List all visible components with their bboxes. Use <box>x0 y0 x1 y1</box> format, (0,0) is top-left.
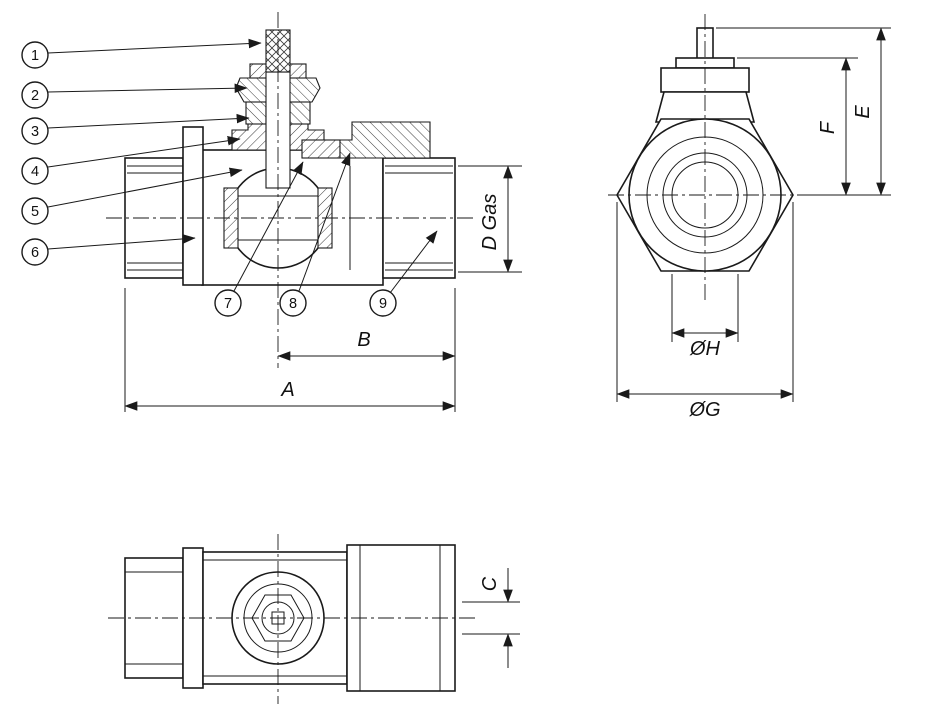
front-dimensions: E F ØH ØG <box>616 27 891 421</box>
callout-2-balloon <box>21 81 49 109</box>
top-view <box>108 534 478 704</box>
dimension-e-label: E <box>852 105 874 119</box>
callout-3-balloon <box>21 117 49 145</box>
dimension-a-label: A <box>280 379 294 401</box>
callout-3-leader <box>47 113 250 129</box>
callout-1-label: 1 <box>31 48 39 64</box>
dimension-d-gas-label: D Gas <box>479 194 501 251</box>
callout-4-leader <box>47 136 241 168</box>
dimension-oh-label: ØH <box>689 338 721 360</box>
callout-9: 9 <box>369 230 438 317</box>
top-dimensions: C <box>462 568 520 668</box>
callout-4: 4 <box>21 136 241 185</box>
callout-7: 7 <box>214 161 304 317</box>
callout-4-label: 4 <box>31 164 39 180</box>
callout-2-leader <box>47 83 248 94</box>
callout-8: 8 <box>279 152 351 317</box>
callout-8-balloon <box>279 289 307 317</box>
callout-3: 3 <box>21 113 250 145</box>
callout-1-leader <box>47 38 262 54</box>
callout-4-balloon <box>21 157 49 185</box>
callout-1: 1 <box>21 38 262 69</box>
callout-7-leader <box>233 161 304 292</box>
callout-6-leader <box>47 234 196 250</box>
callout-5: 5 <box>21 167 243 225</box>
callout-5-leader <box>47 167 243 208</box>
section-view <box>106 12 474 368</box>
callout-7-label: 7 <box>224 296 232 312</box>
callout-6-label: 6 <box>31 245 39 261</box>
packing-left <box>245 101 267 125</box>
callout-3-label: 3 <box>31 124 39 140</box>
callout-5-label: 5 <box>31 204 39 220</box>
body-arm-section <box>301 139 341 159</box>
callout-2-label: 2 <box>31 88 39 104</box>
mounting-pad-section <box>339 121 431 159</box>
packing-right <box>289 101 311 125</box>
dimension-og-label: ØG <box>688 399 720 421</box>
dimension-c-label: C <box>479 576 501 591</box>
callout-2: 2 <box>21 81 248 109</box>
callout-5-balloon <box>21 197 49 225</box>
dimension-f-label: F <box>817 120 839 134</box>
dimension-b-label: B <box>357 329 370 351</box>
callout-6-balloon <box>21 238 49 266</box>
callout-6: 6 <box>21 234 196 266</box>
callouts: 1 2 3 4 5 6 7 <box>21 38 438 317</box>
valve-left-flange <box>182 126 204 286</box>
callout-9-leader <box>389 230 438 294</box>
section-dimensions: B A D Gas <box>124 165 522 412</box>
front-view <box>608 14 802 302</box>
callout-8-leader <box>298 152 351 292</box>
callout-8-label: 8 <box>289 296 297 312</box>
callout-9-balloon <box>369 289 397 317</box>
callout-1-balloon <box>21 41 49 69</box>
callout-9-label: 9 <box>379 296 387 312</box>
left-port-thread-lines <box>127 165 183 271</box>
callout-7-balloon <box>214 289 242 317</box>
